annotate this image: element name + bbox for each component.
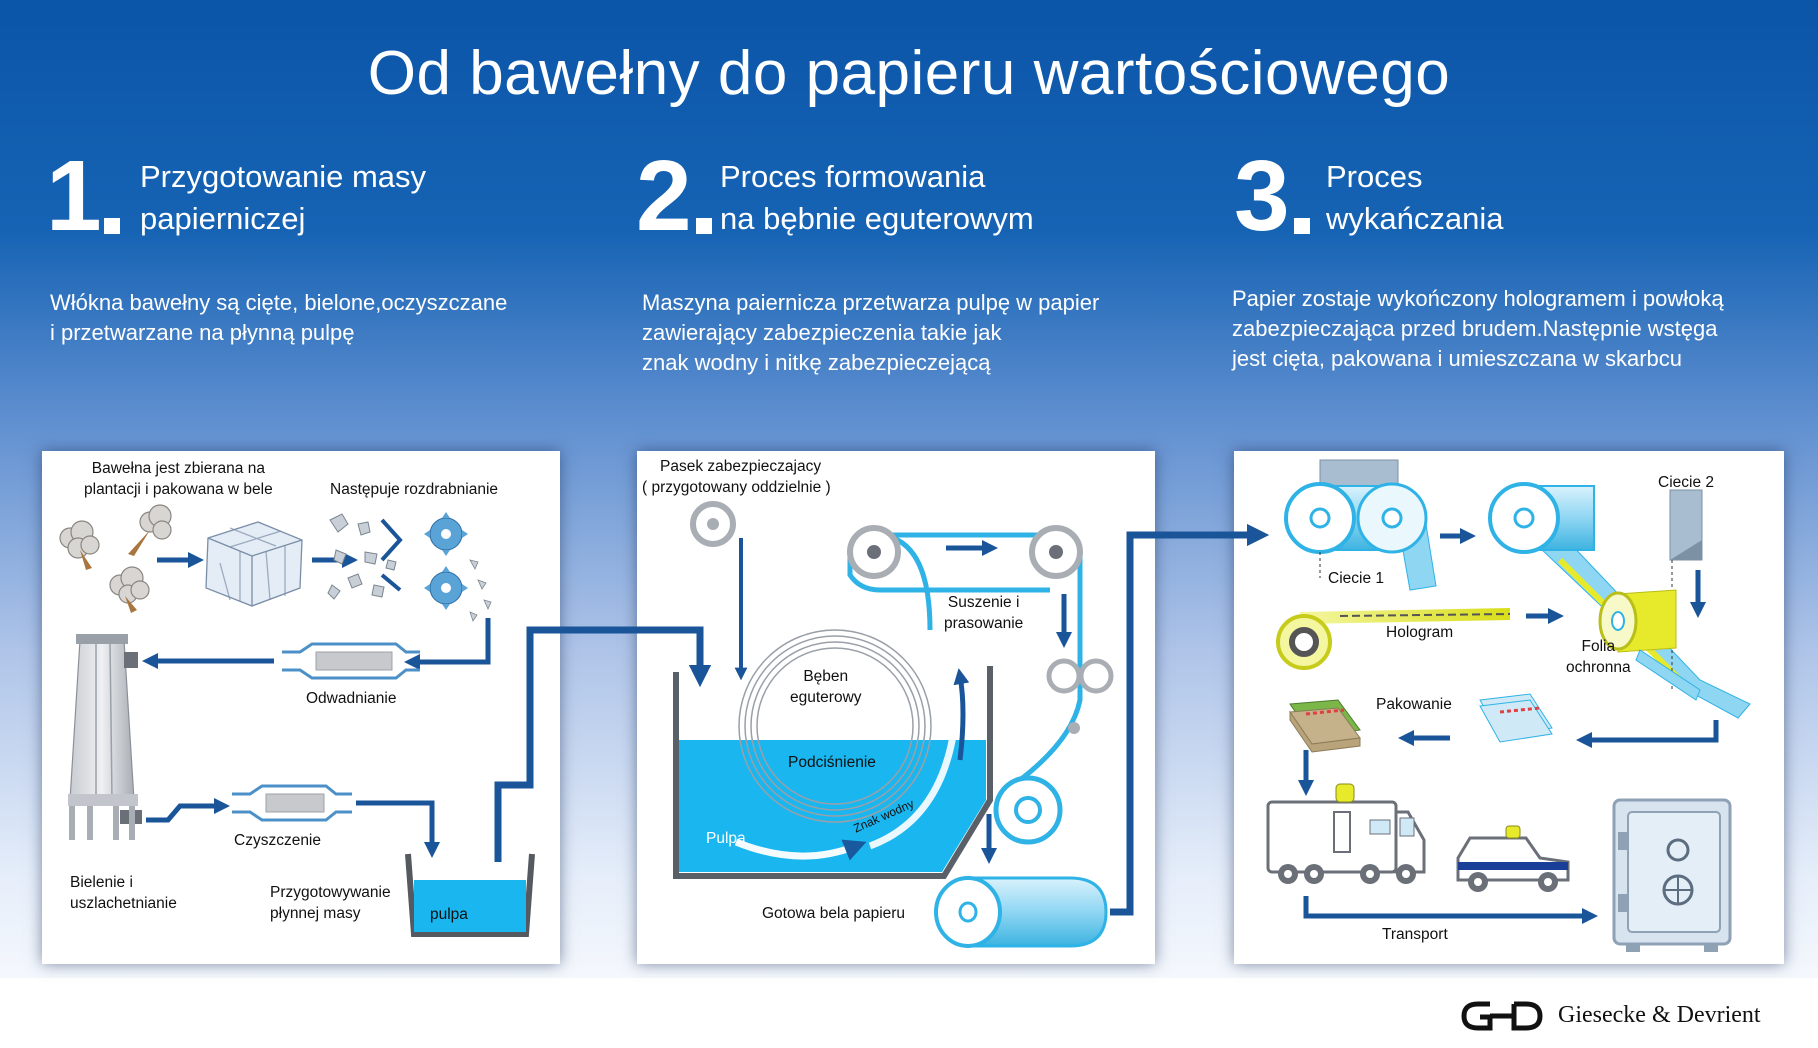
vault-safe-icon bbox=[1612, 798, 1732, 952]
hologram-roll-icon bbox=[1276, 608, 1511, 670]
label-bleaching-line1: Bielenie i bbox=[70, 874, 133, 891]
label-drying: Suszenie i prasowanie bbox=[944, 592, 1023, 634]
label-drying-line1: Suszenie i bbox=[947, 594, 1020, 611]
finished-paper-roll-icon bbox=[934, 876, 1108, 948]
label-drum-line1: Bęben bbox=[803, 668, 849, 685]
label-vat-pulp: Pulpa bbox=[706, 830, 746, 847]
step-3-number: 3 bbox=[1234, 140, 1290, 252]
label-protective-film: Folia ochronna bbox=[1566, 636, 1631, 678]
step-3-dot bbox=[1294, 218, 1310, 234]
label-pulp-tank: pulpa bbox=[430, 906, 468, 923]
shredder-icon bbox=[327, 512, 492, 622]
step-3-desc-line2: zabezpieczająca przed brudem.Następnie w… bbox=[1232, 316, 1718, 341]
step-2-desc-line2: zawierający zabezpieczenia takie jak bbox=[642, 320, 1002, 345]
step-1-description: Włókna bawełny są cięte, bielone,oczyszc… bbox=[50, 288, 507, 348]
dewatering-tank-icon bbox=[282, 642, 420, 680]
label-bleaching: Bielenie i uszlachetnianie bbox=[70, 872, 177, 914]
press-roller-icon-1 bbox=[847, 525, 901, 579]
label-hologram: Hologram bbox=[1386, 624, 1454, 641]
label-drying-line2: prasowanie bbox=[944, 615, 1024, 632]
gd-logo-icon bbox=[1461, 1001, 1543, 1031]
cleaning-tank-icon bbox=[232, 784, 352, 822]
step-2-title-line2: na bębnie eguterowym bbox=[720, 201, 1034, 236]
label-cleaning: Czyszczenie bbox=[234, 832, 321, 849]
flow-arrows bbox=[734, 668, 970, 861]
step-3-description: Papier zostaje wykończony hologramem i p… bbox=[1232, 284, 1724, 374]
label-transport: Transport bbox=[1382, 926, 1448, 943]
label-security-strip: Pasek zabezpieczajacy ( przygotowany odd… bbox=[642, 456, 831, 498]
eguter-drum-icon bbox=[738, 629, 932, 823]
step-2-number: 2 bbox=[636, 140, 692, 252]
step-2-desc-line3: znak wodny i nitkę zabezpieczejącą bbox=[642, 350, 991, 375]
stacked-sheets-icon-right bbox=[1479, 693, 1553, 743]
label-bleaching-line2: uszlachetnianie bbox=[70, 895, 177, 912]
vat-icon bbox=[673, 666, 993, 879]
label-harvest: Bawełna jest zbierana na plantacji i pak… bbox=[84, 458, 273, 500]
label-protective-film-line1: Folia bbox=[1581, 638, 1616, 655]
step-1-title-line2: papierniczej bbox=[140, 201, 306, 236]
label-pulp-prep: Przygotowywanie płynnej masy bbox=[270, 882, 391, 924]
step-1-dot bbox=[104, 218, 120, 234]
arrow-bleaching-to-cleaning bbox=[146, 797, 231, 823]
step-3-title: Proces wykańczania bbox=[1326, 156, 1503, 240]
step-2-title-line1: Proces formowania bbox=[720, 159, 986, 194]
police-car-icon bbox=[1456, 825, 1570, 892]
arrow-transport bbox=[1303, 896, 1599, 925]
arrow-film-to-packing bbox=[1575, 720, 1719, 749]
step-3-title-line2: wykańczania bbox=[1326, 201, 1504, 236]
connector-panel2-to-panel3 bbox=[1110, 523, 1270, 916]
protective-film-roll-icon bbox=[1598, 589, 1701, 701]
take-up-roll-icon bbox=[993, 775, 1063, 845]
drying-rollers-icon bbox=[1046, 658, 1114, 734]
step-1-number: 1 bbox=[46, 140, 102, 252]
label-cut-2: Ciecie 2 bbox=[1658, 474, 1714, 491]
label-protective-film-line2: ochronna bbox=[1566, 659, 1631, 676]
logo-text: Giesecke & Devrient bbox=[1558, 1002, 1761, 1028]
label-packing: Pakowanie bbox=[1376, 696, 1452, 713]
label-dewatering: Odwadnianie bbox=[306, 690, 397, 707]
label-pulp-prep-line2: płynnej masy bbox=[270, 905, 361, 922]
press-roller-icon-2 bbox=[1029, 525, 1083, 579]
package-stack-icon bbox=[1289, 699, 1361, 753]
bleaching-tower-icon bbox=[68, 634, 142, 840]
cutting-blade-2-icon bbox=[1669, 489, 1703, 690]
label-shredding: Następuje rozdrabnianie bbox=[330, 481, 499, 498]
paper-roll-pair-1-icon bbox=[1284, 482, 1437, 591]
step-3-desc-line1: Papier zostaje wykończony hologramem i p… bbox=[1232, 286, 1724, 311]
arrow-cleaning-to-pulp bbox=[356, 800, 441, 859]
step-1-desc-line1: Włókna bawełny są cięte, bielone,oczyszc… bbox=[50, 290, 508, 315]
step-3-title-line1: Proces bbox=[1326, 159, 1423, 194]
label-drum-line2: eguterowy bbox=[790, 689, 862, 706]
step-1-title-line1: Przygotowanie masy bbox=[140, 159, 427, 194]
step-2-dot bbox=[696, 218, 712, 234]
label-cut-1: Ciecie 1 bbox=[1328, 570, 1384, 587]
label-harvest-line1: Bawełna jest zbierana na bbox=[91, 460, 265, 477]
label-finished-roll: Gotowa bela papieru bbox=[762, 905, 906, 922]
connector-panel1-to-panel2 bbox=[494, 626, 712, 862]
step-2-description: Maszyna paiernicza przetwarza pulpę w pa… bbox=[642, 288, 1099, 378]
label-security-strip-line2: ( przygotowany oddzielnie ) bbox=[642, 479, 831, 496]
page-title: Od bawełny do papieru wartościowego bbox=[367, 39, 1451, 108]
label-security-strip-line1: Pasek zabezpieczajacy bbox=[660, 458, 822, 475]
step-1-title: Przygotowanie masy papierniczej bbox=[140, 156, 426, 240]
security-strip-spool-icon bbox=[690, 501, 736, 547]
label-drum: Bęben eguterowy bbox=[790, 666, 862, 708]
step-2-desc-line1: Maszyna paiernicza przetwarza pulpę w pa… bbox=[642, 290, 1100, 315]
step-2-title: Proces formowania na bębnie eguterowym bbox=[720, 156, 1034, 240]
armored-truck-icon bbox=[1266, 783, 1426, 884]
pulp-tank-icon bbox=[405, 853, 535, 937]
cotton-bolls-icon bbox=[59, 504, 172, 613]
step-1-desc-line2: i przetwarzane na płynną pulpę bbox=[50, 320, 355, 345]
cotton-bale-icon bbox=[205, 521, 303, 607]
label-pulp-prep-line1: Przygotowywanie bbox=[270, 884, 391, 901]
step-3-desc-line3: jest cięta, pakowana i umieszczana w ska… bbox=[1232, 346, 1682, 371]
label-vacuum: Podciśnienie bbox=[788, 754, 876, 771]
arrow-shredder-to-dewatering bbox=[403, 618, 491, 671]
label-harvest-line2: plantacji i pakowana w bele bbox=[84, 481, 273, 498]
